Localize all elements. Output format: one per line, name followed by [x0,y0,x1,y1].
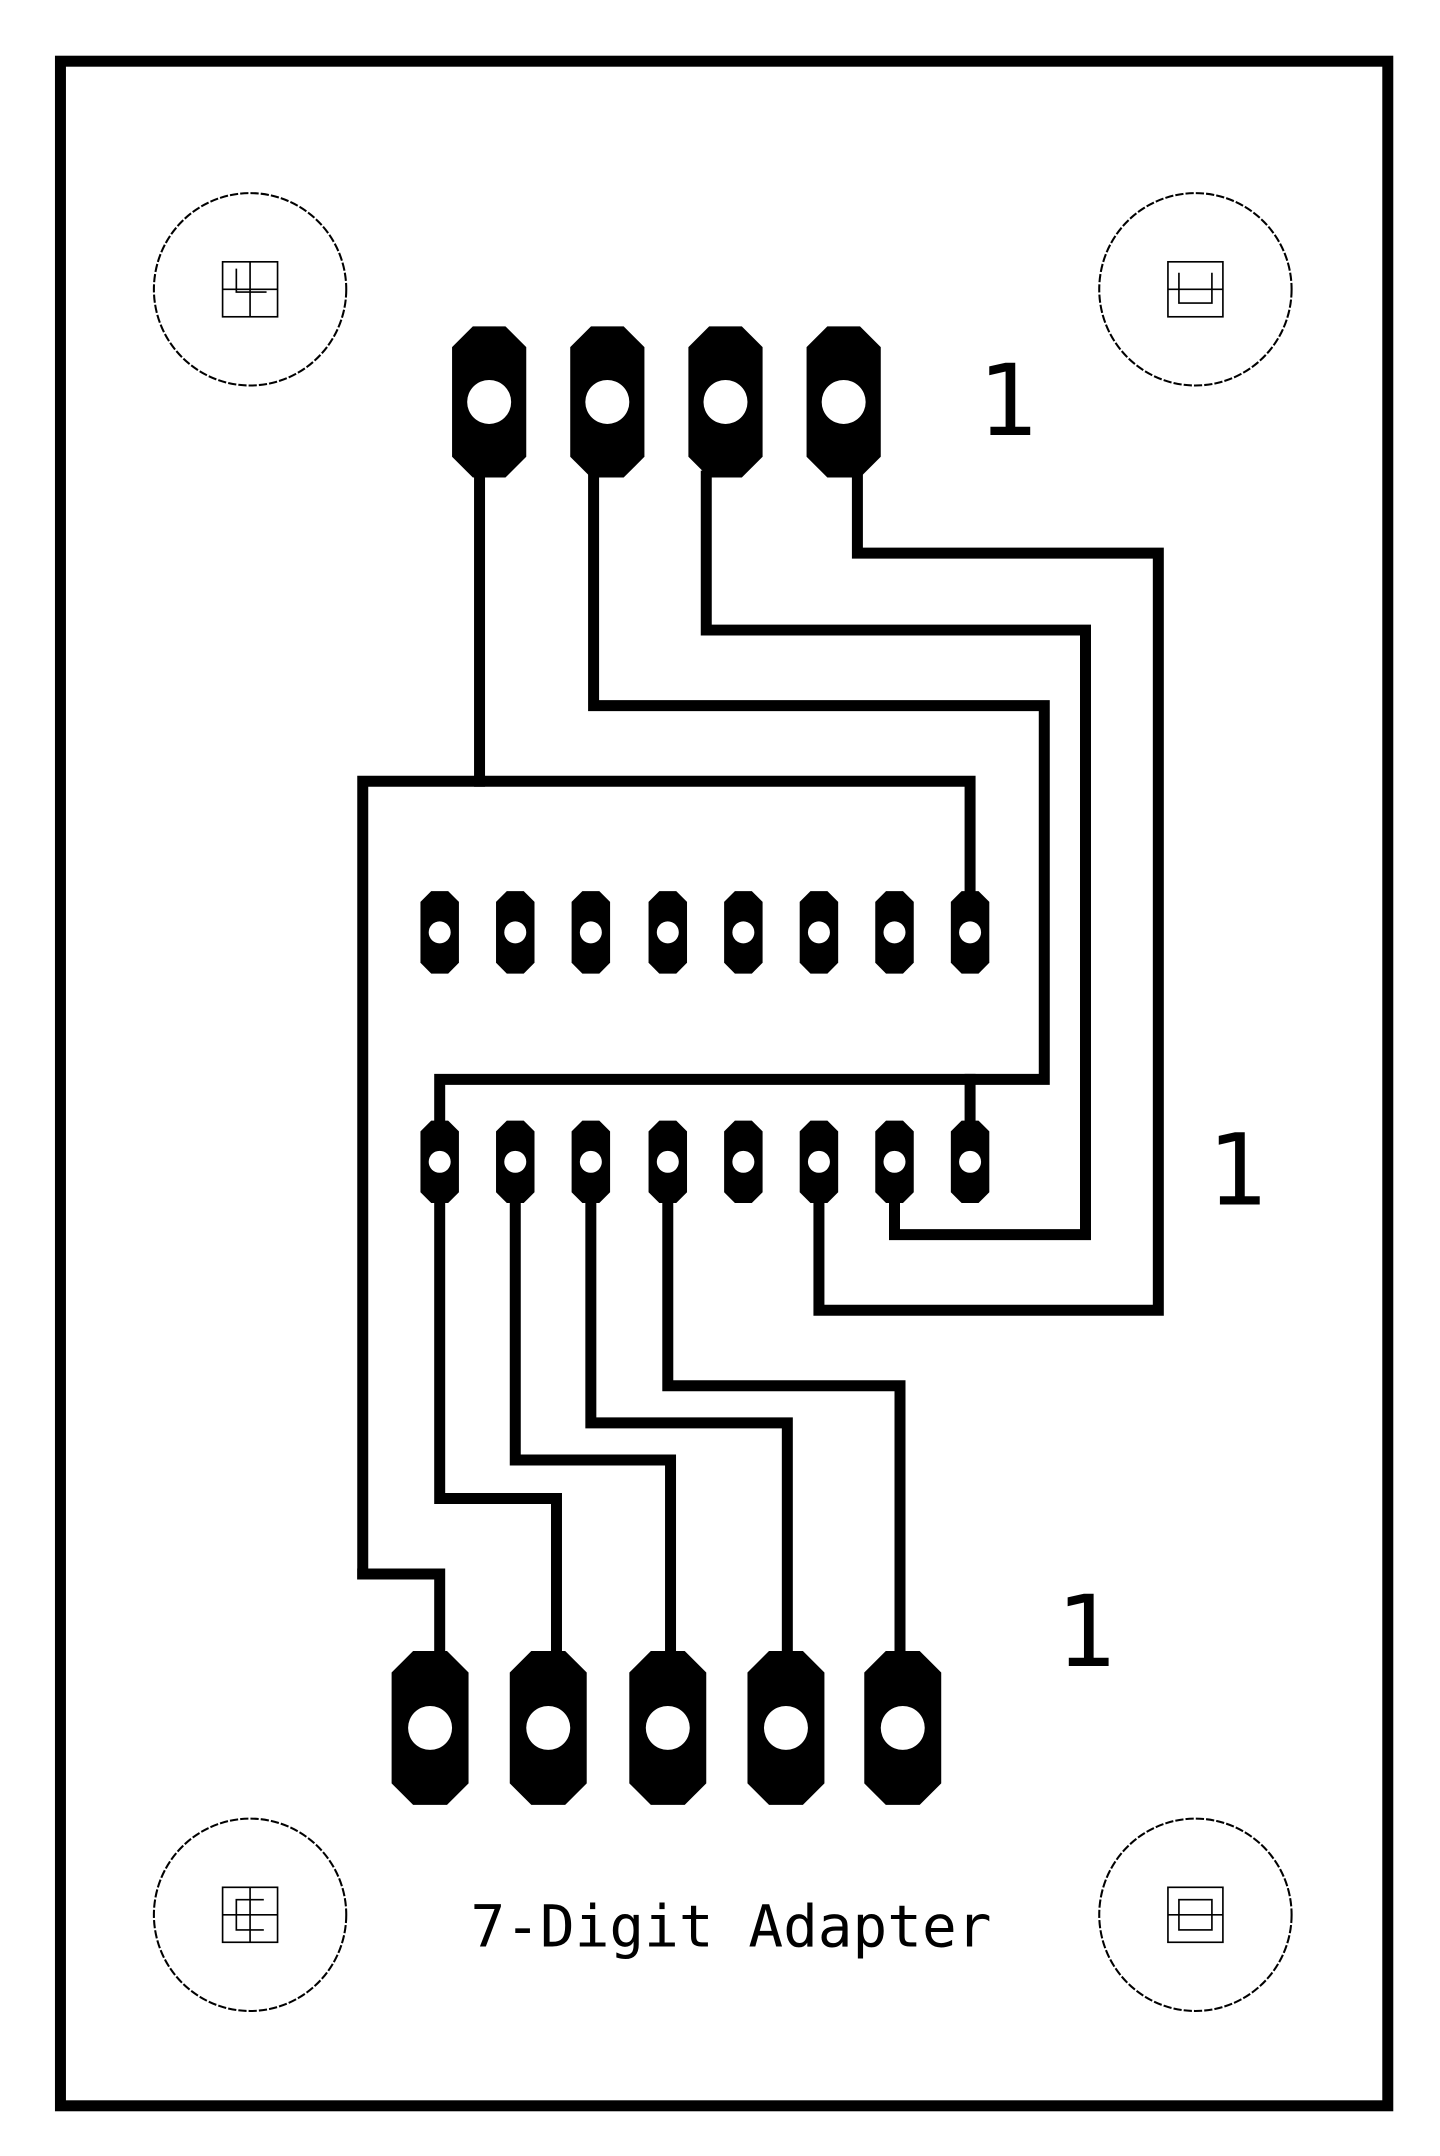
ic-socket-bottom-row [420,1120,990,1204]
drill-hole [656,921,679,944]
ic-socket-top-row [420,891,990,974]
drill-hole [408,1705,453,1750]
drill-hole [807,921,830,944]
mounting-holes [152,192,1293,2013]
drill-hole [703,379,748,424]
drill-hole [428,1150,451,1173]
drill-hole [585,379,630,424]
drill-hole [732,1150,755,1173]
drill-hole [467,379,512,424]
drill-hole [821,379,866,424]
pin1-label-ic-socket: 1 [1207,1113,1267,1228]
top-header-connector [452,326,881,478]
drill-hole [504,921,527,944]
mounting-hole-bottom-left [152,1817,348,2013]
pin1-label-bottom-header: 1 [1056,1575,1116,1690]
drill-hole [959,921,982,944]
drill-hole [656,1150,679,1173]
drill-hole [579,1150,602,1173]
mounting-hole-top-left [152,192,348,387]
drill-hole [883,1150,906,1173]
pin1-label-top-header: 1 [977,344,1037,459]
bottom-header-connector [391,1650,942,1805]
mounting-hole-top-right [1098,192,1293,387]
drill-hole [883,921,906,944]
board-title: 7-Digit Adapter [471,1892,992,1960]
drill-hole [807,1150,830,1173]
board-outline [54,55,1394,2112]
traces [357,470,1164,1669]
drill-hole [959,1150,982,1173]
drill-hole [579,921,602,944]
drill-hole [526,1705,571,1750]
drill-hole [732,921,755,944]
mounting-hole-bottom-right [1098,1817,1293,2013]
drill-hole [504,1150,527,1173]
drill-hole [763,1705,808,1750]
drill-hole [645,1705,690,1750]
drill-hole [428,921,451,944]
drill-hole [880,1705,925,1750]
